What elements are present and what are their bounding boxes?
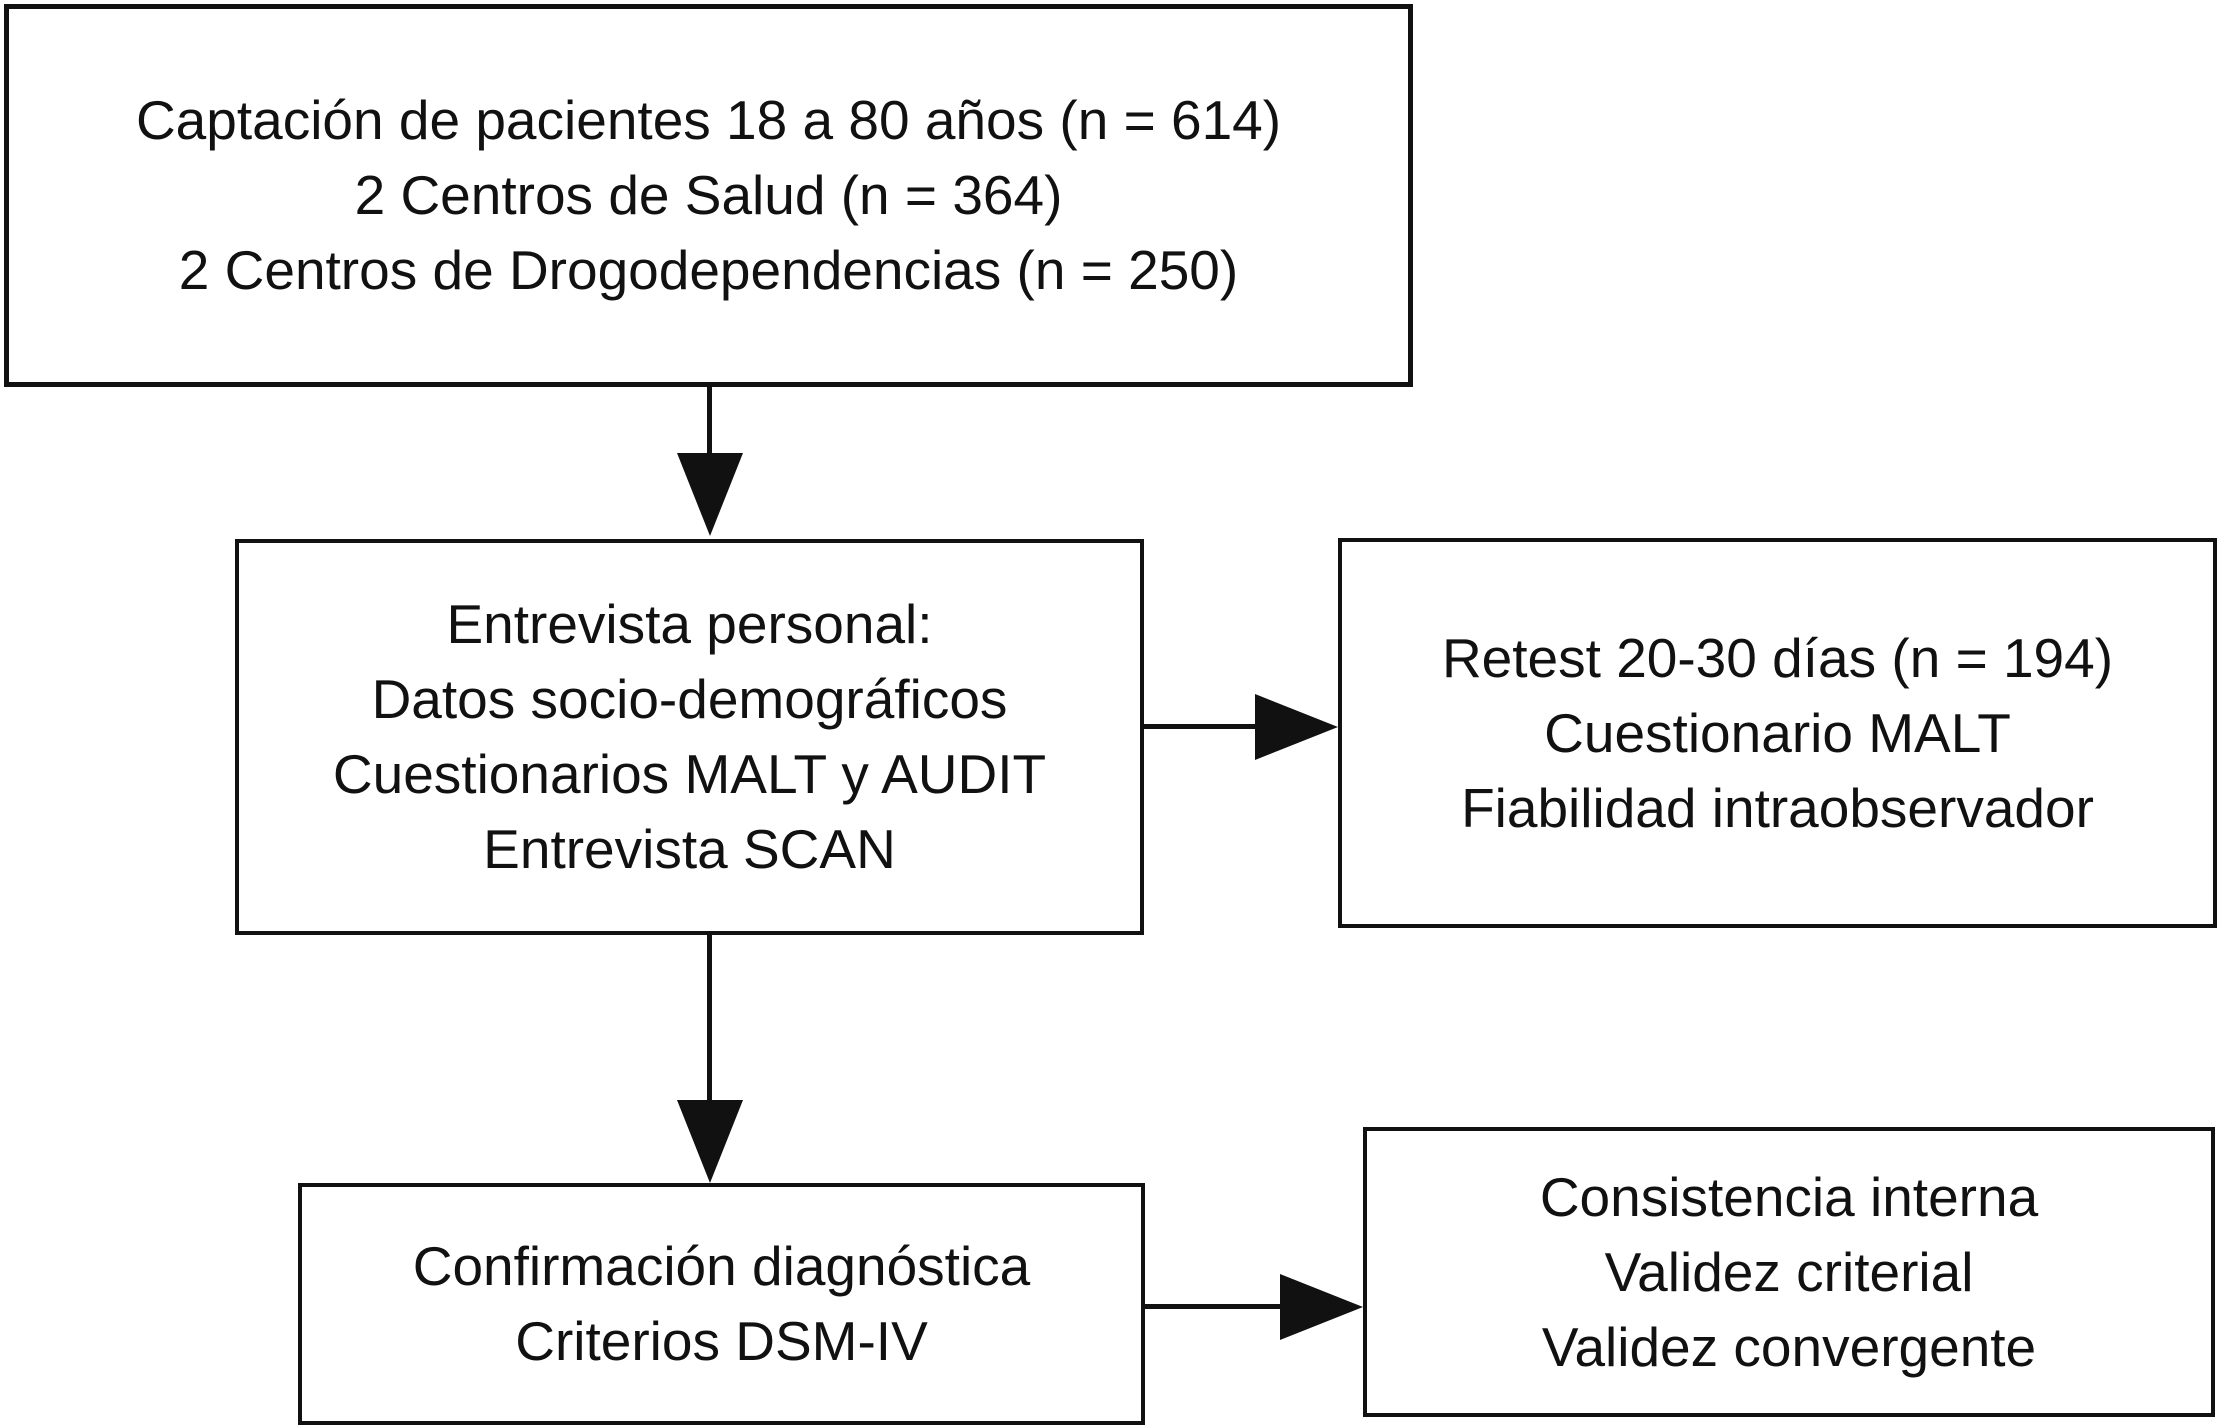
box-interview-line: Datos socio-demográficos [371,668,1008,730]
box-confirmation: Confirmación diagnóstica Criterios DSM-I… [298,1183,1145,1425]
box-confirmation-line: Criterios DSM-IV [515,1310,928,1372]
box-recruitment-line: 2 Centros de Salud (n = 364) [354,164,1063,226]
arrow-stem [1145,1304,1283,1309]
box-validity-line: Consistencia interna [1539,1165,2039,1228]
box-interview-line: Entrevista personal: [446,593,933,655]
arrowhead-right-icon [1255,694,1338,760]
box-interview-line: Cuestionarios MALT y AUDIT [332,743,1047,805]
arrow-stem [707,935,712,1103]
box-recruitment: Captación de pacientes 18 a 80 años (n =… [4,4,1413,387]
box-recruitment-line: Captación de pacientes 18 a 80 años (n =… [135,89,1282,151]
box-validity-line: Validez convergente [1541,1315,2037,1378]
box-retest-line: Fiabilidad intraobservador [1461,776,2094,839]
arrow-stem [707,387,712,457]
arrowhead-down-icon [677,453,743,536]
box-confirmation-line: Confirmación diagnóstica [412,1235,1031,1297]
arrowhead-right-icon [1280,1274,1363,1340]
box-validity-line: Validez criterial [1604,1240,1974,1303]
box-retest: Retest 20-30 días (n = 194) Cuestionario… [1338,538,2217,928]
box-retest-line: Cuestionario MALT [1544,701,2011,764]
arrowhead-down-icon [677,1100,743,1183]
box-interview-line: Entrevista SCAN [483,818,896,880]
box-recruitment-line: 2 Centros de Drogodependencias (n = 250) [178,239,1239,301]
box-retest-line: Retest 20-30 días (n = 194) [1441,626,2114,689]
arrow-stem [1144,724,1258,729]
box-validity: Consistencia interna Validez criterial V… [1363,1127,2215,1417]
box-interview: Entrevista personal: Datos socio-demográ… [235,539,1144,935]
